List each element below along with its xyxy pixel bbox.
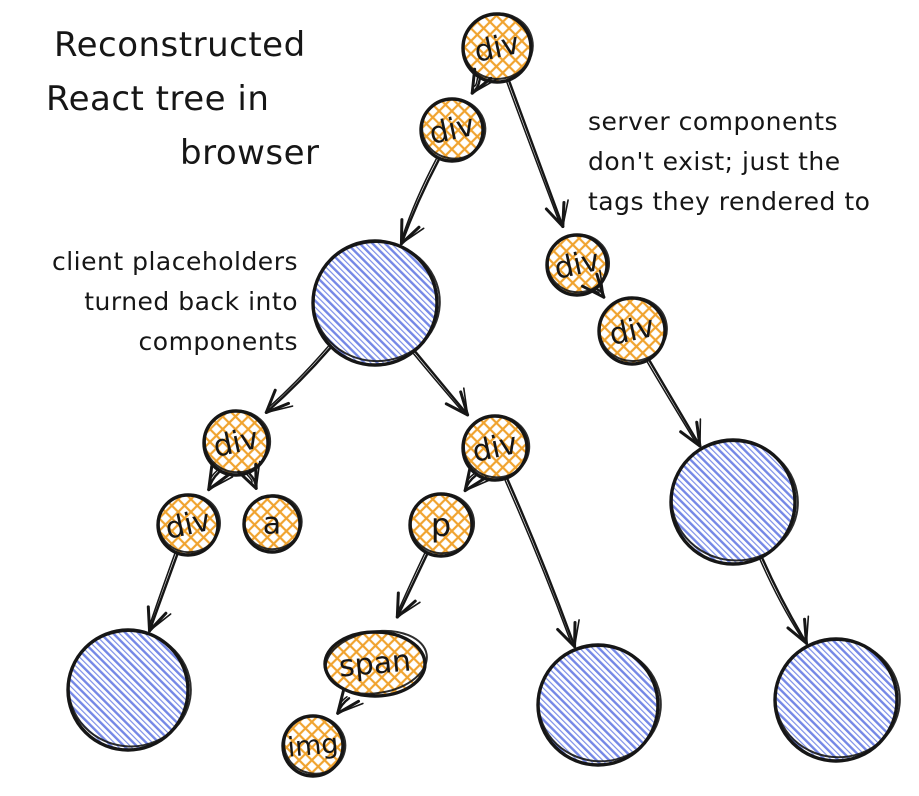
node-img-node-tag: img	[281, 714, 347, 778]
node-div-l2-tag: div	[156, 493, 221, 557]
node-div-root-tag: div	[461, 12, 534, 84]
client-placeholders-note: client placeholders turned back into com…	[6, 242, 298, 362]
node-client-bl-client-component	[66, 628, 192, 752]
edges-layer	[146, 67, 810, 715]
node-div-r1-tag: div	[545, 233, 611, 297]
node-p-node-tag: p	[408, 492, 476, 558]
node-label-a: a	[263, 507, 281, 542]
note-line: turned back into	[84, 287, 298, 316]
edge-arrow-div-l2-to-client-bl	[146, 553, 179, 633]
edge-arrow-div-l1-to-div-l2	[207, 464, 234, 492]
edge-arrow-div-r2-to-client-right	[646, 359, 702, 448]
edge-arrow-div-root-to-div-r1	[506, 80, 569, 229]
edge-arrow-div-l1-to-a-node	[237, 460, 261, 490]
diagram-title: Reconstructed React tree in browser	[40, 18, 320, 180]
title-line: React tree in	[46, 79, 270, 119]
edge-arrow-p-node-to-span-node	[395, 552, 429, 619]
edge-arrow-div-a-to-client-main	[399, 158, 440, 246]
node-span-node-tag: span	[323, 629, 428, 698]
edge-arrow-div-r1-to-div-r2	[581, 269, 606, 299]
node-label-img: img	[286, 728, 339, 763]
edge-arrow-span-node-to-img-node	[336, 688, 364, 715]
node-client-main-client-component	[311, 239, 441, 367]
note-line: components	[138, 327, 298, 356]
edge-arrow-client-main-to-div-l1	[264, 345, 332, 414]
node-div-r2-tag: div	[597, 296, 668, 366]
note-line: client placeholders	[51, 247, 298, 276]
edge-arrow-div-m1-to-client-bm	[504, 478, 580, 649]
title-line: Reconstructed	[54, 25, 306, 65]
edge-arrow-client-right-to-client-br	[759, 557, 810, 645]
node-label-span: span	[338, 643, 413, 684]
node-label-p: p	[431, 506, 451, 544]
edge-arrow-div-root-to-div-a	[470, 67, 497, 95]
edge-arrow-client-main-to-div-m1	[413, 351, 470, 417]
title-line: browser	[180, 133, 320, 173]
node-div-a-tag: div	[419, 97, 487, 163]
node-client-right-client-component	[669, 438, 799, 566]
node-div-l1-tag: div	[202, 409, 272, 477]
edge-arrow-div-m1-to-p-node	[463, 465, 491, 493]
node-a-node-tag: a	[242, 494, 303, 554]
note-line: tags they rendered to	[588, 187, 871, 216]
node-client-bm-client-component	[536, 643, 662, 767]
note-line: server components	[588, 107, 839, 136]
node-div-m1-tag: div	[461, 414, 531, 482]
node-client-br-client-component	[773, 637, 901, 763]
note-line: don't exist; just the	[588, 147, 841, 176]
server-components-note: server components don't exist; just the …	[588, 102, 908, 222]
